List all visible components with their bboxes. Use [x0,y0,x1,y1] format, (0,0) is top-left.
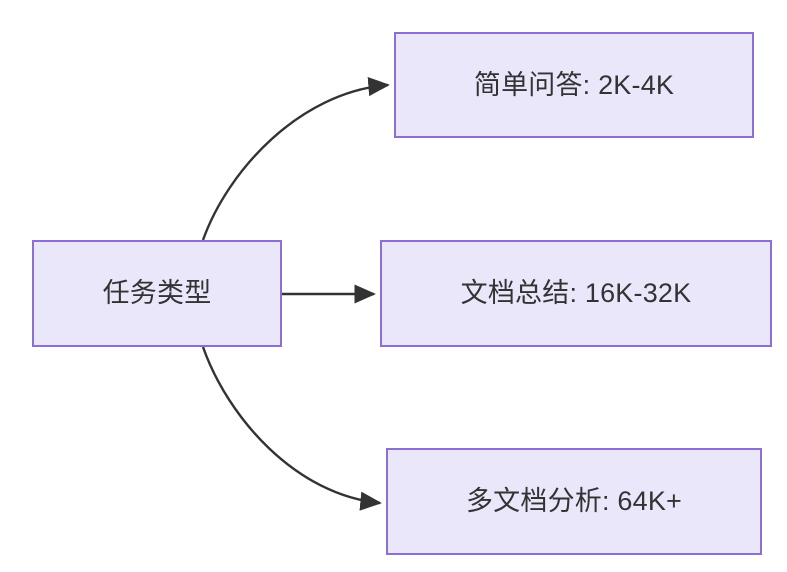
node-simple-qa[interactable]: 简单问答: 2K-4K [394,32,754,138]
node-task-type[interactable]: 任务类型 [32,240,282,347]
node-label: 文档总结: 16K-32K [460,278,692,309]
node-label: 多文档分析: 64K+ [465,486,682,517]
node-document-summary[interactable]: 文档总结: 16K-32K [380,240,772,347]
edge-root-simple-qa [201,77,390,241]
node-label: 任务类型 [102,278,212,309]
node-multi-document-analysis[interactable]: 多文档分析: 64K+ [386,448,762,555]
node-label: 简单问答: 2K-4K [473,69,675,100]
edge-root-multi-doc [201,346,382,511]
